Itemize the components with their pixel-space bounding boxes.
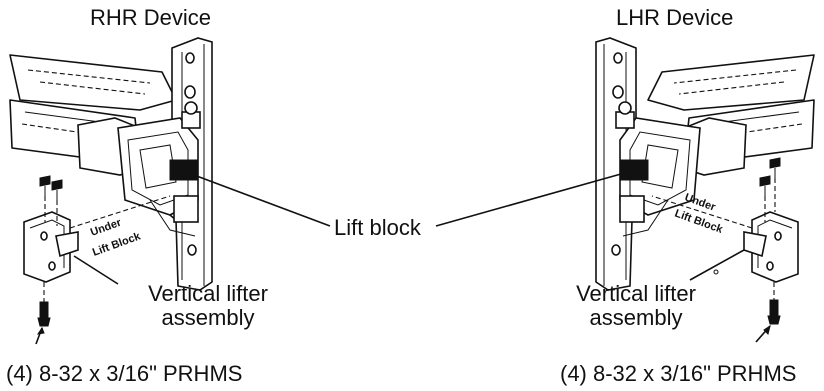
lhr-screws-label: (4) 8-32 x 3/16" PRHMS [560, 361, 797, 386]
rhr-bottom-screws [37, 282, 51, 327]
rhr-device-illustration: Under Lift Block [9, 37, 213, 345]
rhr-screws-label: (4) 8-32 x 3/16" PRHMS [6, 361, 243, 386]
lift-block-leaders [185, 171, 629, 227]
lhr-device-title: LHR Device [616, 5, 734, 30]
rhr-top-screws [39, 175, 63, 226]
rhr-device-title: RHR Device [90, 5, 212, 30]
lhr-top-screws [759, 157, 781, 222]
lhr-bottom-screws [767, 282, 781, 325]
rhr-vertical-lifter-line2: assembly [161, 305, 255, 330]
lift-block-label: Lift block [334, 215, 421, 240]
lhr-vertical-lifter-line1: Vertical lifter [576, 281, 696, 306]
rhr-vertical-lifter-line1: Vertical lifter [148, 281, 268, 306]
rhr-vertical-lifter-label: Vertical lifter assembly [118, 282, 298, 330]
lhr-vertical-lifter-label: Vertical lifter assembly [546, 282, 726, 330]
lhr-vertical-lifter-line2: assembly [589, 305, 683, 330]
lhr-lift-block-label: Lift Block [673, 208, 725, 237]
